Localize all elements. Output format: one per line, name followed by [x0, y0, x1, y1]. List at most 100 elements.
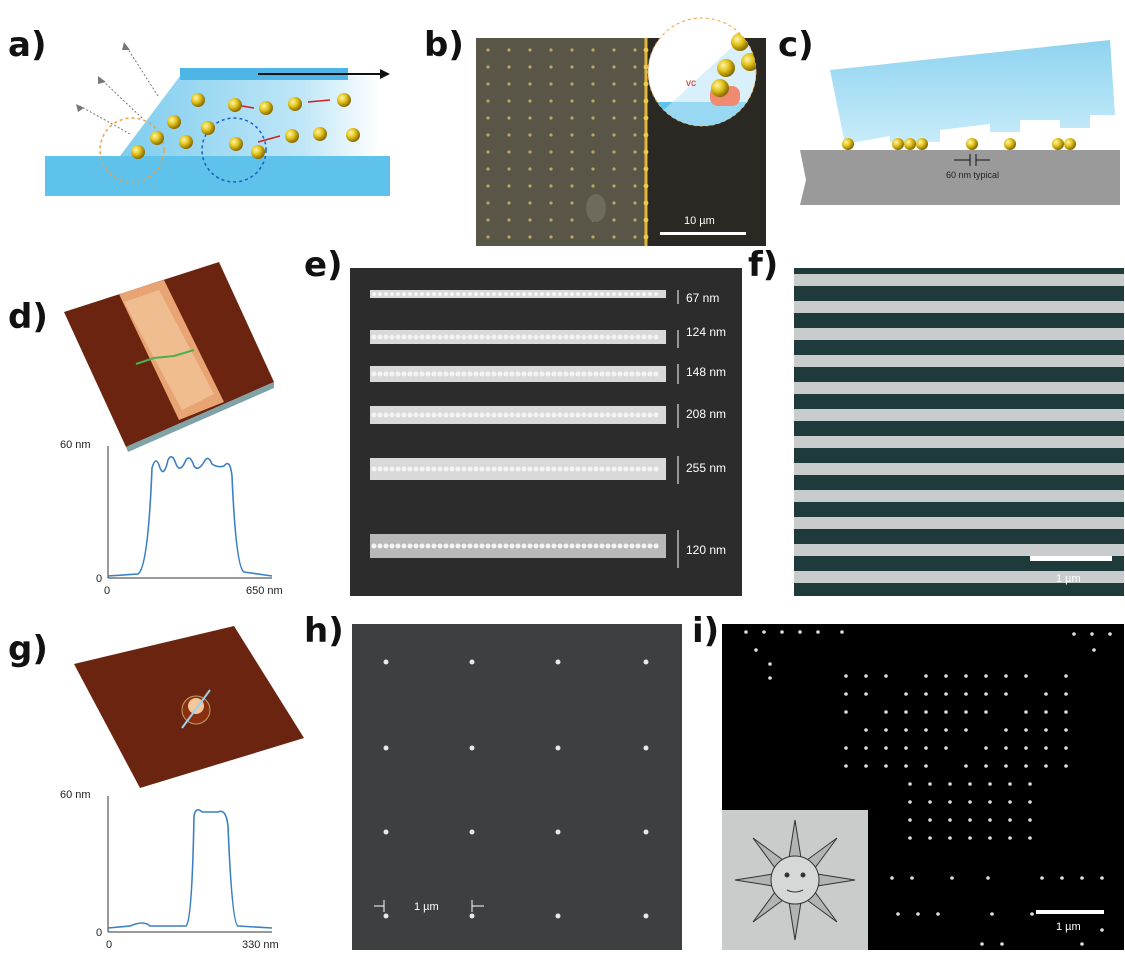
- nanoparticle: [378, 292, 382, 296]
- panel-b-scale-label: 10 µm: [684, 215, 715, 227]
- nanoparticle: [504, 292, 508, 296]
- particle-dot: [944, 674, 948, 678]
- nanoparticle: [629, 371, 635, 377]
- particle-dot: [612, 65, 616, 69]
- particle-dot: [383, 913, 389, 919]
- nanoparticle: [402, 292, 406, 296]
- nanoparticle: [617, 334, 623, 340]
- particle-dot: [948, 836, 952, 840]
- particle-dot: [633, 116, 637, 120]
- nanoparticle: [605, 543, 611, 549]
- particle-dot: [948, 800, 952, 804]
- panel-label-d: d): [8, 297, 48, 337]
- particle-dot: [1064, 746, 1068, 750]
- particle-dot: [570, 116, 574, 120]
- nanoparticle: [389, 466, 395, 472]
- particle-dot: [1004, 764, 1008, 768]
- wire-width-label: 67 nm: [686, 291, 719, 305]
- nanoparticle: [557, 543, 563, 549]
- nanoparticle: [569, 466, 575, 472]
- nanoparticle: [516, 292, 520, 296]
- nanoparticle: [545, 466, 551, 472]
- nanoparticle: [389, 412, 395, 418]
- particle-dot: [555, 659, 561, 665]
- panel-f-image: 1 µm: [794, 268, 1124, 596]
- particle-dot: [486, 99, 490, 103]
- particle-dot: [549, 99, 553, 103]
- nanoparticle: [503, 334, 509, 340]
- particle-dot: [549, 184, 553, 188]
- nanoparticle: [503, 371, 509, 377]
- nanoparticle: [599, 466, 605, 472]
- particle-dot: [1004, 674, 1008, 678]
- particle-dot: [1024, 674, 1028, 678]
- nanoparticle: [533, 412, 539, 418]
- particle-dot: [612, 218, 616, 222]
- nanoparticle: [467, 334, 473, 340]
- particle-dot: [612, 235, 616, 239]
- particle-dot: [486, 184, 490, 188]
- nanoparticle: [575, 466, 581, 472]
- particle-dot: [591, 116, 595, 120]
- nanoparticle: [503, 466, 509, 472]
- nanoparticle: [383, 543, 389, 549]
- particle-dot: [936, 912, 940, 916]
- nanoparticle: [485, 334, 491, 340]
- nanoparticle: [617, 543, 623, 549]
- particle-dot: [555, 745, 561, 751]
- nanoparticle: [509, 543, 515, 549]
- nanoparticle: [546, 292, 550, 296]
- particle-dot: [1004, 692, 1008, 696]
- nanoparticle: [599, 334, 605, 340]
- nanoparticle: [605, 371, 611, 377]
- wire-width-label: 255 nm: [686, 461, 726, 475]
- particle-dot: [507, 150, 511, 154]
- nanoparticle: [395, 334, 401, 340]
- edge-particle: [643, 47, 649, 53]
- nanoparticle: [575, 543, 581, 549]
- particle-dot: [528, 48, 532, 52]
- particle-dot: [528, 133, 532, 137]
- nanoparticle: [527, 334, 533, 340]
- particle-dot: [1028, 800, 1032, 804]
- particle-dot: [549, 167, 553, 171]
- particle-dot: [984, 692, 988, 696]
- nanoparticle: [515, 412, 521, 418]
- nanoparticle: [587, 334, 593, 340]
- nanoparticle: [432, 292, 436, 296]
- panel-b-inset: vc: [647, 17, 757, 127]
- nanoparticle: [473, 412, 479, 418]
- particle-dot: [507, 99, 511, 103]
- particle-dot: [1028, 818, 1032, 822]
- nanoparticle: [527, 543, 533, 549]
- nanoparticle: [521, 466, 527, 472]
- panel-b-symbol: vc: [686, 78, 696, 89]
- particle-dot: [948, 782, 952, 786]
- panel-f-scale-bar: [1030, 556, 1112, 561]
- nanoparticle: [641, 371, 647, 377]
- nanoparticle: [545, 543, 551, 549]
- nanoparticle: [503, 543, 509, 549]
- nanoparticle: [533, 371, 539, 377]
- panel-label-c: c): [778, 25, 814, 65]
- particle-dot: [507, 184, 511, 188]
- particle-dot: [486, 116, 490, 120]
- particle-dot: [507, 167, 511, 171]
- particle-dot: [507, 235, 511, 239]
- particle-dot: [486, 150, 490, 154]
- particle-dot: [904, 746, 908, 750]
- gold-particles-c: [842, 138, 1076, 150]
- panel-g-profile: 60 nm 0 0 330 nm: [60, 789, 279, 950]
- particle-dot: [549, 116, 553, 120]
- substrate: [45, 156, 390, 196]
- edge-particle: [643, 166, 649, 172]
- arrow-right-icon: [380, 69, 390, 79]
- template-c: [830, 40, 1115, 144]
- particle-dot: [612, 150, 616, 154]
- particle-dot: [1040, 876, 1044, 880]
- nanoparticle: [575, 371, 581, 377]
- nanoparticle: [557, 371, 563, 377]
- nanoparticle: [383, 412, 389, 418]
- nanoparticle: [647, 412, 653, 418]
- stripe: [794, 436, 1124, 448]
